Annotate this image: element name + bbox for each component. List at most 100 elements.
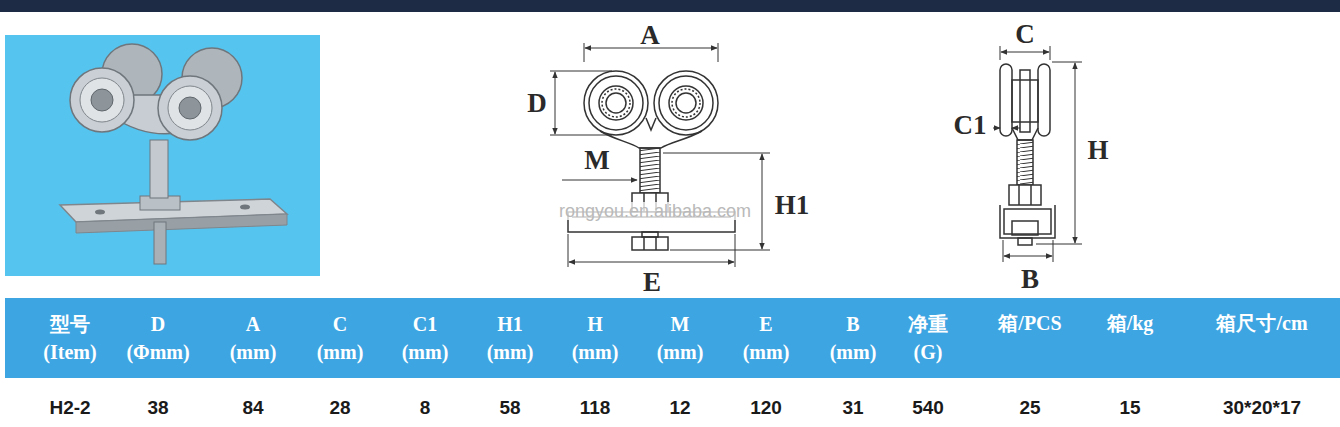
side-dimension-lines-part [993,128,1000,129]
side-dimension-lines-part [1012,128,1020,129]
front-view-drawing-part [646,118,656,130]
front-view-drawing-part [676,93,696,113]
dimension-letter: H [1087,137,1108,164]
top-bar [0,0,1340,12]
side-view-drawing-part [1012,221,1038,235]
front-view-drawing-part [632,237,668,250]
side-view-drawing-part [1009,185,1041,205]
front-view-drawing-part [659,76,713,130]
side-view-drawing-part [1012,128,1038,140]
front-view-drawing-part [655,237,657,250]
front-view-drawing [568,71,735,250]
front-view-drawing-part [600,131,702,148]
table-header-band-part [5,298,1340,378]
table-header-cell: H (mm) [572,310,619,366]
dimension-lines [550,43,770,267]
table-data-cell: 118 [580,398,611,417]
table-data-cell: 540 [912,398,944,417]
product-photo [5,35,320,276]
table-header-band [5,298,1340,378]
front-view-drawing-part [606,93,626,113]
product-photo-part [168,86,212,130]
dimension-lines-part [550,71,612,72]
dimension-letter: C [1015,21,1035,48]
table-data-cell: 84 [242,398,263,417]
front-view-drawing-part [672,89,700,117]
front-view-drawing-part [589,76,643,130]
product-photo-part [76,214,287,233]
product-photo-part [95,210,105,215]
side-view-drawing-part [1004,209,1051,234]
table-header-cell: E (mm) [743,310,790,366]
table-data-cell: H2-2 [49,398,90,417]
table-data-cell: 8 [420,398,431,417]
front-view-drawing-part [669,86,703,120]
front-view-drawing-part [640,148,660,193]
side-view-drawing-part [1038,64,1050,136]
table-header-cell: 型号 (Item) [43,310,96,366]
dimension-letter: B [1021,266,1039,293]
dimension-lines-part [568,234,569,267]
product-photo-part [80,78,124,122]
dimension-lines-part [555,72,556,134]
front-view-drawing-part [643,237,645,250]
table-data-cell: 120 [750,398,782,417]
side-view-drawing [1000,64,1055,245]
side-dimension-lines [993,46,1082,262]
dimension-lines-part [670,250,770,251]
table-data-cell: 30*20*17 [1223,398,1301,417]
table-header-cell: D (Φmm) [126,310,189,366]
side-view-drawing-part [1017,140,1033,185]
side-dimension-lines-part [1003,240,1004,262]
table-header-cell: 箱/PCS [998,309,1061,337]
side-view-drawing-part [1000,64,1012,136]
dimension-lines-part [718,43,719,62]
side-dimension-lines-part [1052,62,1082,63]
side-dimension-lines-part [1053,240,1054,262]
table-header-cell: C1 (mm) [402,310,449,366]
dimension-lines-part [550,135,612,136]
product-photo-part [179,97,201,119]
product-photo-part [5,35,320,276]
front-view-drawing-part [599,86,633,120]
side-view-drawing-part [1020,70,1030,132]
dimension-lines-part [663,153,770,154]
product-photo-part [158,76,222,140]
dimension-letter: E [643,269,661,296]
product-photo-part [150,140,168,198]
top-bar-part [0,0,1340,12]
dimension-lines-part [735,234,736,267]
side-dimension-lines-part [1050,46,1051,60]
dimension-letter: H1 [775,192,810,219]
dimension-lines-part [762,154,763,249]
table-header-cell: M (mm) [657,310,704,366]
side-dimension-lines-part [1075,63,1076,243]
side-dimension-lines-part [1036,244,1082,245]
dimension-letter: A [640,22,660,49]
side-view-drawing-part [1030,185,1032,205]
product-photo-part [70,68,134,132]
product-photo-part [240,205,250,210]
table-header-cell: 箱尺寸/cm [1216,309,1307,337]
front-view-drawing-part [584,71,648,135]
table-header-cell: 净重 (G) [908,310,948,366]
side-view-drawing-part [1018,238,1032,245]
table-data-cell: 58 [499,398,520,417]
dimension-lines-part [562,180,637,181]
side-dimension-lines-part [1004,256,1052,257]
front-view-drawing-part [654,71,718,135]
side-dimension-lines-part [1001,52,1049,53]
table-header-cell: B (mm) [830,310,877,366]
table-data-cell: 15 [1119,398,1140,417]
table-header-cell: A (mm) [230,310,277,366]
side-view-drawing-part [1012,80,1038,122]
dimension-lines-part [569,262,734,263]
table-header-cell: C (mm) [317,310,364,366]
product-photo-part [154,222,166,264]
table-header-cell: H1 (mm) [487,310,534,366]
side-dimension-lines-part [1000,46,1001,60]
side-view-drawing-part [1000,205,1055,238]
table-data-cell: 38 [147,398,168,417]
front-view-drawing-part [602,89,630,117]
